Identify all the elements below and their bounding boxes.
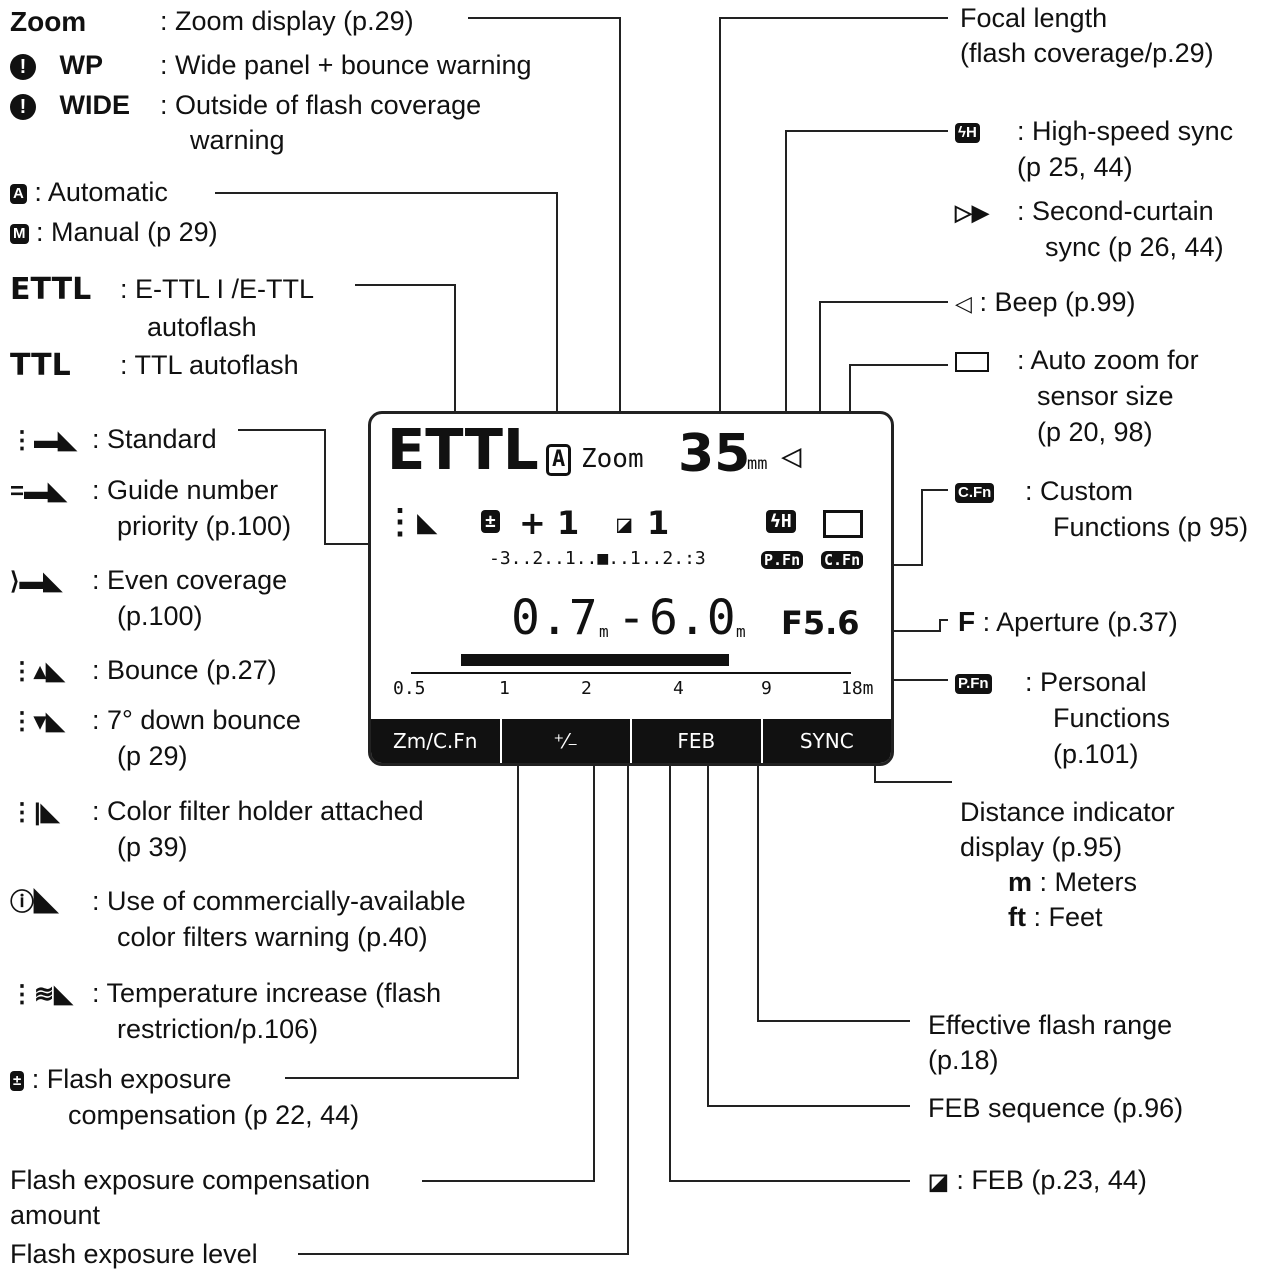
label-bounce: ⋮▴◣ : Bounce (p.27): [10, 653, 277, 689]
label-hss: ϟH : High-speed sync (p 25, 44): [955, 114, 1233, 182]
label-commercial-filter: ⓘ◣ : Use of commercially-available color…: [10, 886, 466, 952]
fec-icon: ±: [10, 1071, 25, 1091]
lcd-effective-range-bar: [461, 654, 729, 666]
leader-zoom: [468, 17, 621, 448]
lcd-feb-value: 1: [647, 504, 670, 542]
lcd-range-max-unit: m: [736, 622, 746, 641]
label-level: Flash exposure level: [10, 1239, 258, 1269]
label-color-filter: ⋮|◣ : Color filter holder attached (p 39…: [10, 796, 424, 862]
leader-hss: [785, 130, 948, 508]
leader-focal: [719, 17, 948, 440]
second-curtain-icon: ▷▶: [955, 200, 989, 225]
softkey-feb[interactable]: FEB: [632, 719, 763, 763]
label-cfn: C.Fn : Custom Functions (p 95): [955, 474, 1248, 542]
label-beep: ◁ : Beep (p.99): [955, 287, 1136, 317]
lcd-aperture: F5.6: [781, 604, 860, 642]
lcd-fec-value: + 1: [519, 504, 580, 542]
auto-icon: A: [10, 184, 27, 204]
lcd-focal-unit: mm: [747, 454, 768, 474]
sensor-size-icon: [955, 351, 989, 372]
label-feb-sequence: FEB sequence (p.96): [928, 1093, 1184, 1123]
speaker-icon: ◁: [955, 291, 972, 316]
lcd-auto-icon: A: [546, 444, 572, 476]
lcd-speaker-icon: ◁: [781, 436, 802, 476]
lcd-pfn: P.Fn: [761, 551, 804, 569]
lcd-sensor-size-icon: [823, 510, 863, 538]
lcd-range-min: 0.7: [511, 590, 598, 646]
softkey-zm-cfn[interactable]: Zm/C.Fn: [371, 719, 502, 763]
pfn-icon: P.Fn: [955, 674, 992, 694]
label-automatic: A : Automatic: [10, 175, 168, 210]
label-focal: Focal length (flash coverage/p.29): [960, 3, 1214, 68]
warning-icon: !: [10, 53, 36, 80]
leader-standard: [238, 429, 376, 545]
manual-icon: M: [10, 224, 29, 244]
bounce-icon: ⋮▴◣: [10, 658, 65, 686]
cfn-icon: C.Fn: [955, 483, 995, 503]
label-auto-zoom: : Auto zoom for sensor size (p 20, 98): [955, 343, 1199, 447]
lcd-cfn: C.Fn: [821, 551, 864, 569]
label-temperature: ⋮≋◣ : Temperature increase (flash restri…: [10, 978, 442, 1044]
softkey-fec[interactable]: ⁺⁄₋: [502, 719, 632, 763]
label-aperture: F : Aperture (p.37): [958, 606, 1178, 637]
label-wp: ! WP : Wide panel + bounce warning: [10, 48, 532, 83]
lcd-range-min-unit: m: [599, 622, 609, 641]
high-speed-sync-icon: ϟH: [955, 123, 980, 143]
dist-tick: 18m: [841, 678, 874, 699]
label-fec: ± : Flash exposure compensation (p 22, 4…: [10, 1062, 359, 1130]
lcd-mode: ETTL: [387, 418, 539, 483]
label-manual: M : Manual (p 29): [10, 215, 218, 250]
dist-tick: 4: [673, 678, 684, 699]
lcd-hss-icon: ϟH: [766, 510, 796, 533]
label-fec-amount: Flash exposure compensation amount: [10, 1165, 371, 1230]
lcd-range-max: 6.0: [649, 590, 736, 646]
guide-number-icon: =▬◣: [10, 478, 67, 506]
lcd-range-dash: -: [617, 590, 646, 646]
lcd-softkeys: Zm/C.Fn ⁺⁄₋ FEB SYNC: [371, 719, 891, 763]
label-effective-range: Effective flash range (p.18): [928, 1010, 1173, 1075]
label-guide: =▬◣ : Guide number priority (p.100): [10, 475, 292, 541]
leader-ettl: [355, 284, 456, 432]
lcd-feb-icon: ◪: [617, 510, 632, 538]
leader-auto: [215, 192, 558, 442]
temperature-icon: ⋮≋◣: [10, 981, 73, 1009]
lcd-level-scale: -3..2..1..■..1..2.:3: [489, 548, 706, 569]
lcd-zoom-label: Zoom: [581, 444, 644, 474]
lcd-panel: ETTL A Zoom 35 mm ◁ ⋮◣ ± + 1 ◪ 1 ϟH -3..…: [368, 411, 894, 766]
dist-tick: 2: [581, 678, 592, 699]
lcd-flash-head-icon: ⋮◣: [383, 502, 438, 542]
filter-warning-icon: ⓘ◣: [10, 889, 58, 917]
label-feb: ◪ : FEB (p.23, 44): [928, 1165, 1147, 1195]
softkey-sync[interactable]: SYNC: [799, 729, 854, 753]
leader-cfn: [880, 489, 948, 566]
dist-tick: 0.5: [393, 678, 426, 699]
lcd-fec-icon: ±: [481, 510, 500, 533]
label-distance: Distance indicator display (p.95) m : Me…: [960, 797, 1175, 932]
label-zoom: Zoom : Zoom display (p.29): [10, 6, 414, 37]
color-filter-icon: ⋮|◣: [10, 799, 60, 827]
leader-beep: [819, 301, 948, 432]
leader-aperture: [893, 619, 948, 632]
even-coverage-icon: ⟩▬◣: [10, 568, 62, 596]
warning-icon: !: [10, 93, 36, 120]
leader-level: [298, 580, 629, 1255]
feb-icon: ◪: [928, 1169, 949, 1194]
label-ttl: TTL : TTL autoflash: [10, 348, 299, 383]
label-even: ⟩▬◣ : Even coverage (p.100): [10, 565, 288, 631]
leader-effective: [757, 665, 910, 1022]
label-standard: ⋮▬◣ : Standard: [10, 422, 217, 458]
label-down-bounce: ⋮▾◣ : 7° down bounce (p 29): [10, 705, 301, 771]
down-bounce-icon: ⋮▾◣: [10, 708, 65, 736]
label-ettl: ETTL : E-TTL I /E-TTL autoflash: [10, 272, 315, 342]
lcd-focal: 35: [678, 424, 751, 484]
label-pfn: P.Fn : Personal Functions (p.101): [955, 665, 1170, 769]
dist-tick: 1: [499, 678, 510, 699]
dist-tick: 9: [761, 678, 772, 699]
standard-flash-icon: ⋮▬◣: [10, 427, 77, 455]
lcd-distance-axis: [411, 672, 851, 674]
label-wide: ! WIDE : Outside of flash coverage warni…: [10, 88, 481, 155]
label-second-curtain: ▷▶ : Second-curtain sync (p 26, 44): [955, 196, 1224, 262]
